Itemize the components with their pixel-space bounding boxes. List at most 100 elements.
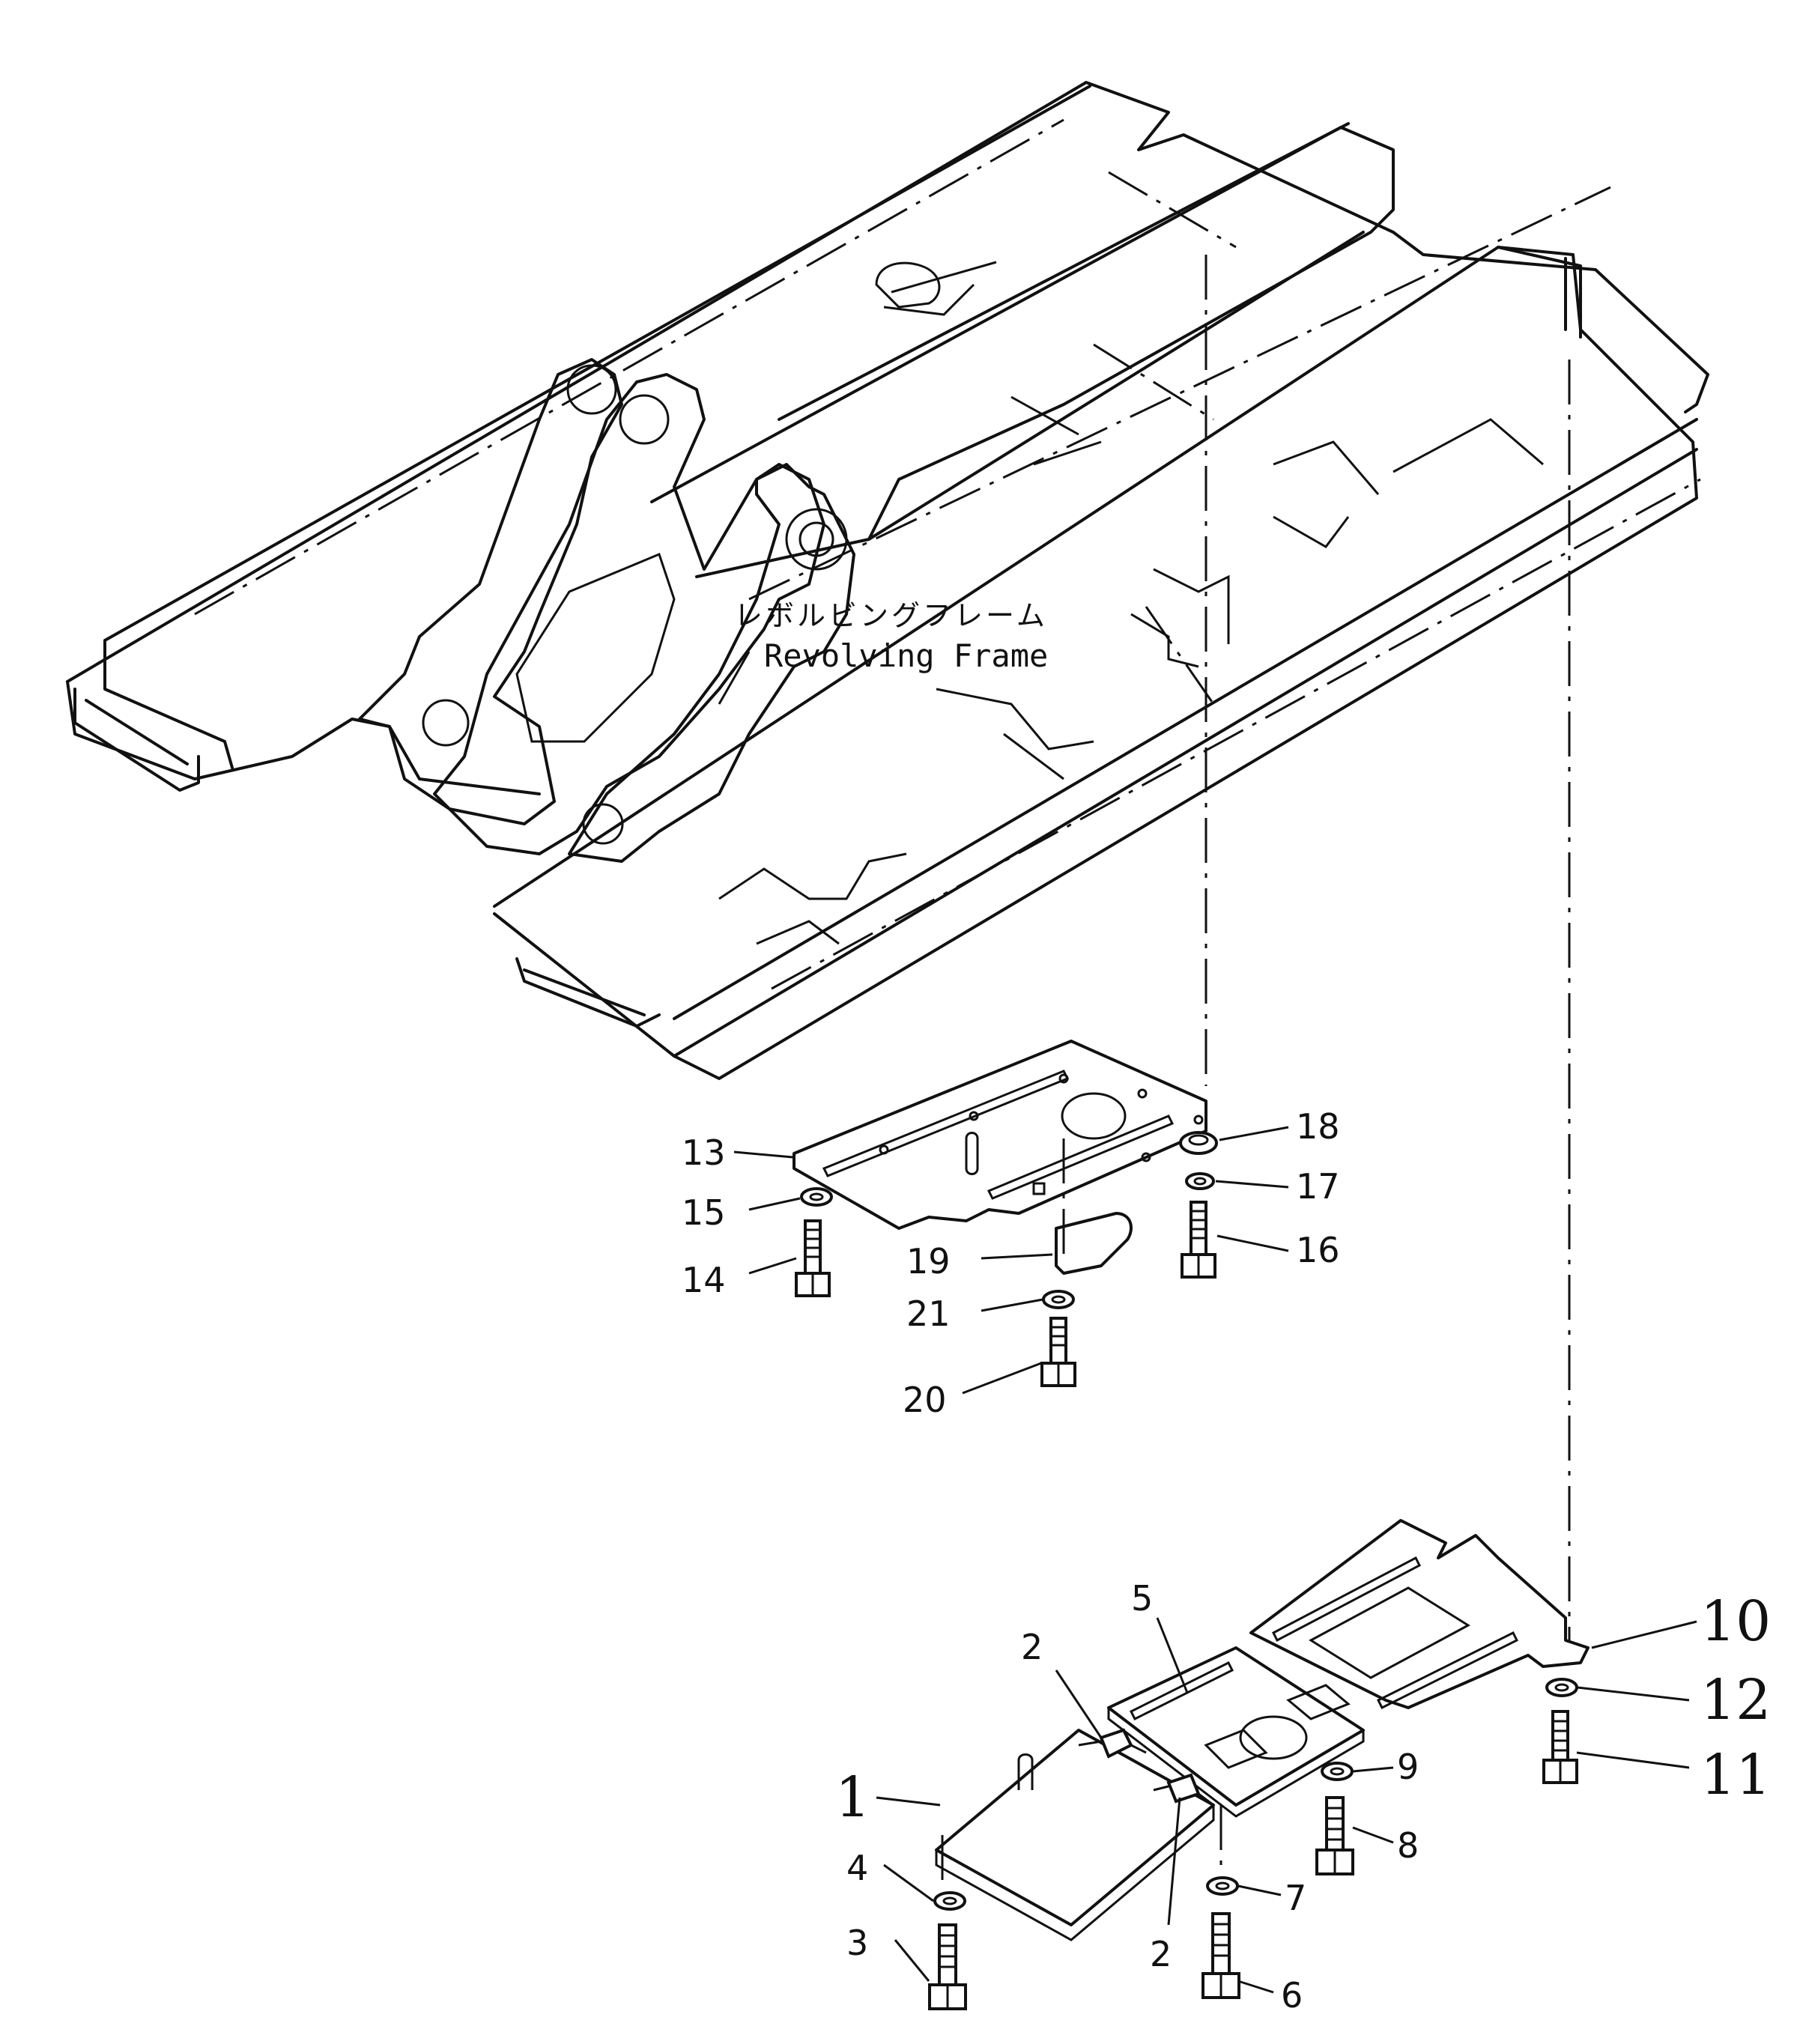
callout-9: 9 xyxy=(1397,1747,1419,1787)
callout-17: 17 xyxy=(1296,1166,1340,1207)
lower-cover-10-slot-1 xyxy=(1272,1556,1421,1643)
washer-9-bore xyxy=(1330,1767,1345,1776)
callout-12: 12 xyxy=(1700,1668,1771,1732)
callout-21: 21 xyxy=(906,1294,951,1334)
washer-7-bore xyxy=(1215,1881,1230,1890)
washer-9 xyxy=(1321,1762,1354,1781)
cover-bolt-hole xyxy=(879,1144,889,1155)
washer-15-bore xyxy=(809,1192,824,1201)
boom-pin-boss-right xyxy=(799,521,834,557)
frame-centerline-3 xyxy=(771,478,1701,990)
bolt-14 xyxy=(795,1219,831,1297)
cover-bolt-hole xyxy=(1137,1088,1148,1099)
upper-cover-tab xyxy=(1032,1182,1046,1195)
callout-16: 16 xyxy=(1296,1230,1340,1270)
washer-21-bore xyxy=(1051,1295,1066,1304)
frame-label-japanese: レボルビングフレーム xyxy=(734,599,1048,632)
frame-centerline-6 xyxy=(1145,606,1215,705)
callout-8: 8 xyxy=(1397,1825,1419,1866)
callout-14: 14 xyxy=(682,1260,726,1300)
boom-cyl-hole-left xyxy=(422,699,470,747)
washer-7 xyxy=(1206,1876,1239,1896)
bolt-20 xyxy=(1040,1317,1076,1387)
callout-2a: 2 xyxy=(1021,1627,1043,1667)
frame-right-box-end xyxy=(1497,246,1582,339)
plate-19 xyxy=(1055,1212,1133,1275)
callout-leaders xyxy=(733,1126,1697,1994)
washer-21 xyxy=(1042,1290,1075,1309)
cover-bolt-hole xyxy=(1058,1073,1069,1084)
bolt-8 xyxy=(1315,1796,1354,1875)
frame-centerline-4 xyxy=(1108,171,1237,249)
frame-center-beam xyxy=(650,126,1395,578)
frame-front-handle xyxy=(515,957,661,1028)
upper-fasteners xyxy=(800,1131,1218,1309)
frame-right-rail xyxy=(673,418,1698,1058)
boom-pin-hole-right xyxy=(785,508,848,571)
revolving-frame xyxy=(66,81,1709,1080)
lower-cover-10-window xyxy=(1309,1586,1470,1679)
callout-3: 3 xyxy=(846,1923,868,1963)
callout-18: 18 xyxy=(1296,1106,1340,1147)
bolt-6 xyxy=(1201,1912,1240,1999)
frame-centerline-1 xyxy=(194,118,1064,616)
lower-cover-10 xyxy=(1249,1519,1590,1710)
upper-cover-pin xyxy=(965,1132,979,1175)
upper-cover-plate xyxy=(793,1040,1207,1230)
lower-fasteners xyxy=(933,1678,1578,1911)
callout-15: 15 xyxy=(682,1192,726,1233)
callout-11: 11 xyxy=(1700,1743,1771,1807)
nut-18-bore xyxy=(1188,1134,1209,1146)
lower-cover-5 xyxy=(1107,1646,1365,1818)
callout-1: 1 xyxy=(835,1765,870,1830)
frame-left-handle xyxy=(73,688,200,792)
callout-19: 19 xyxy=(906,1241,951,1282)
callout-7: 7 xyxy=(1285,1878,1306,1918)
lower-cover-5-slot xyxy=(1129,1661,1234,1721)
washer-12-bore xyxy=(1554,1683,1569,1692)
cover-bolt-hole xyxy=(1141,1152,1151,1162)
washer-15 xyxy=(800,1187,833,1207)
frame-left-deck xyxy=(66,81,1709,683)
lower-cover-10-slot-2 xyxy=(1376,1631,1519,1710)
frame-centerline-2 xyxy=(748,186,1611,601)
hinge-2b xyxy=(1153,1773,1214,1807)
callout-numbers: 13 15 14 18 17 16 19 21 20 1 2 2 3 4 5 6… xyxy=(682,1106,1771,2016)
boom-bracket-center xyxy=(433,373,825,855)
frame-centerline-5 xyxy=(1093,343,1214,421)
frame-left-deck-edge xyxy=(66,680,541,795)
callout-5: 5 xyxy=(1131,1578,1153,1619)
washer-4 xyxy=(933,1891,966,1911)
upper-cover-hole xyxy=(1061,1092,1127,1140)
lower-cover-5-pad xyxy=(1286,1684,1351,1720)
frame-label-english: Revolving Frame xyxy=(764,637,1048,674)
callout-10: 10 xyxy=(1700,1589,1771,1654)
bolt-3 xyxy=(928,1923,967,2010)
washer-17 xyxy=(1185,1172,1215,1190)
boom-pin-hole-left xyxy=(566,364,617,415)
hinge-2a xyxy=(1078,1728,1147,1759)
lower-cover-5-hole xyxy=(1239,1715,1308,1760)
boom-cyl-hole-right xyxy=(582,803,624,845)
frame-inner-pad xyxy=(875,261,941,309)
washer-12 xyxy=(1545,1678,1578,1697)
callout-4: 4 xyxy=(846,1848,868,1888)
washer-4-bore xyxy=(942,1896,957,1905)
callout-6: 6 xyxy=(1281,1975,1303,2016)
boom-bracket-left xyxy=(358,358,623,825)
washer-17-bore xyxy=(1193,1177,1207,1186)
frame-right-deck xyxy=(493,246,1698,1080)
bolt-16 xyxy=(1181,1201,1216,1279)
callout-2b: 2 xyxy=(1150,1934,1172,1974)
frame-label-leader xyxy=(718,651,751,705)
frame-inner-details xyxy=(718,261,1544,945)
bolt-11 xyxy=(1542,1710,1578,1784)
upper-cover-13 xyxy=(793,1040,1207,1230)
callout-13: 13 xyxy=(682,1132,726,1173)
cover-bolt-hole xyxy=(1193,1115,1204,1125)
cover-bolt-hole xyxy=(969,1111,979,1121)
bracket-window xyxy=(515,552,676,743)
lower-cover-1-pin xyxy=(1017,1753,1034,1790)
